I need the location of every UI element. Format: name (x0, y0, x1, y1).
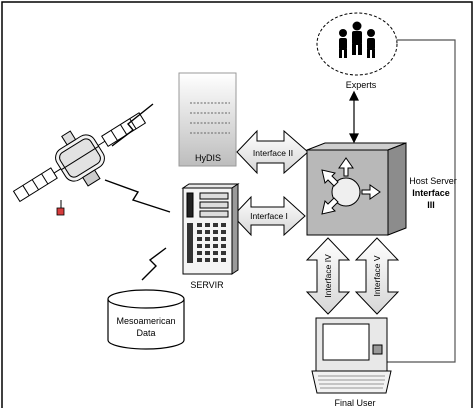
mesoamerican-label: Mesoamerican (116, 316, 175, 326)
server-tower-icon (181, 183, 240, 275)
hydis-label: HyDIS (195, 153, 221, 163)
interface-v-arrow (354, 237, 400, 315)
database-cylinder-icon (107, 289, 185, 350)
host-interface-number: III (427, 200, 435, 210)
servir-label: SERVIR (190, 280, 224, 290)
interface-iv-label: Interface IV (323, 254, 333, 298)
bolt-to-database (141, 247, 167, 281)
bolt-to-hydis (111, 103, 154, 147)
host-interface-label: Interface (412, 188, 450, 198)
data-label: Data (136, 328, 155, 338)
computer-terminal-icon (311, 317, 392, 394)
experts-label: Experts (346, 80, 377, 90)
interface-v-label: Interface V (372, 255, 382, 296)
interface-ii-label: Interface II (253, 148, 293, 158)
bolt-to-servir (104, 179, 171, 213)
host-server-label: Host Server (409, 176, 457, 186)
wireless-links (104, 103, 171, 281)
final-user-label: Final User (334, 398, 375, 408)
interface-i-label: Interface I (250, 211, 288, 221)
interface-i-arrow (232, 195, 306, 237)
interface-iv-arrow (305, 237, 351, 315)
connector-lines (384, 39, 456, 363)
people-group-icon (316, 12, 398, 76)
hydis-server (178, 72, 237, 167)
experts-router-arrow (349, 90, 359, 144)
experts-to-user-line (384, 39, 456, 363)
satellite-icon (12, 112, 147, 216)
router-switch-icon (306, 142, 407, 236)
